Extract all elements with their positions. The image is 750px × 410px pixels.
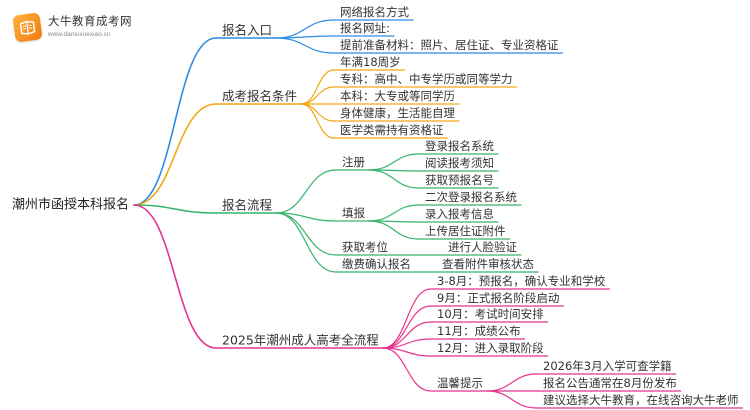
topic-label: 年满18周岁: [340, 55, 401, 69]
subtopic-3-1[interactable]: 9月：正式报名阶段启动: [437, 291, 559, 305]
topic-label: 2026年3月入学可查学籍: [543, 359, 672, 373]
subtopic-3-4[interactable]: 12月：进入录取阶段: [437, 341, 544, 355]
connector-line: [275, 212, 337, 222]
topic-label: 建议选择大牛教育，在线咨询大牛老师: [543, 393, 739, 407]
subtopic-2-0-0[interactable]: 登录报名系统: [425, 139, 494, 153]
connector-line: [133, 37, 217, 206]
connector-line: [133, 204, 217, 214]
connector-line: [382, 305, 432, 349]
subtopic-1-2[interactable]: 本科：大专或等同学历: [340, 89, 455, 103]
connector-line: [133, 103, 217, 206]
root-topic[interactable]: 潮州市函授本科报名: [12, 197, 129, 213]
subtopic-2-0-1[interactable]: 阅读报考须知: [425, 156, 494, 170]
topic-label: 获取预报名号: [425, 173, 494, 187]
topic-label: 温馨提示: [437, 376, 483, 390]
subtopic-3-3[interactable]: 11月：成绩公布: [437, 324, 521, 338]
connector-line: [368, 220, 420, 240]
subtopic-2-2-0[interactable]: 进行人脸验证: [448, 240, 517, 254]
subtopic-2-3-0[interactable]: 查看附件审核状态: [442, 257, 534, 271]
connector-line: [486, 373, 538, 392]
subtopic-2-1-0[interactable]: 二次登录报名系统: [425, 190, 517, 204]
subtopic-0-1[interactable]: 报名网址:: [340, 21, 390, 35]
connector-line: [300, 103, 335, 139]
connector-line: [368, 169, 420, 189]
subtopic-2-1-2[interactable]: 上传居住证附件: [425, 224, 506, 238]
topic-label: 专科：高中、中专学历或同等学力: [340, 72, 513, 86]
connector-line: [382, 347, 432, 392]
topic-label: 报名网址:: [340, 21, 390, 35]
topic-label: 报名公告通常在8月份发布: [543, 376, 677, 390]
subtopic-2-2[interactable]: 获取考位: [342, 240, 388, 254]
subtopic-3-5-2[interactable]: 建议选择大牛教育，在线咨询大牛老师: [543, 393, 739, 407]
subtopic-3-2[interactable]: 10月：考试时间安排: [437, 307, 544, 321]
topic-label: 获取考位: [342, 240, 388, 254]
topic-label: 录入报考信息: [425, 207, 494, 221]
logo-name: 大牛教育成考网: [48, 14, 132, 28]
connector-line: [382, 288, 432, 349]
topic-label: 本科：大专或等同学历: [340, 89, 455, 103]
subtopic-0-0[interactable]: 网络报名方式: [340, 5, 409, 19]
subtopic-2-3[interactable]: 缴费确认报名: [342, 257, 411, 271]
subtopic-3-5[interactable]: 温馨提示: [437, 376, 483, 390]
connector-line: [275, 212, 337, 273]
topic-label: 登录报名系统: [425, 139, 494, 153]
subtopic-3-5-1[interactable]: 报名公告通常在8月份发布: [543, 376, 677, 390]
topic-label: 报名流程: [222, 198, 273, 213]
connector-line: [275, 19, 335, 39]
topic-label: 提前准备材料：照片、居住证、专业资格证: [340, 38, 559, 52]
connector-line: [368, 204, 420, 222]
branch-topic-3[interactable]: 2025年潮州成人高考全流程: [222, 333, 379, 348]
topic-label: 缴费确认报名: [342, 257, 411, 271]
topic-label: 报名入口: [222, 23, 272, 38]
topic-label: 潮州市函授本科报名: [12, 197, 129, 213]
topic-label: 12月：进入录取阶段: [437, 341, 544, 355]
topic-label: 2025年潮州成人高考全流程: [222, 333, 379, 348]
connector-line: [486, 390, 538, 409]
topic-label: 9月：正式报名阶段启动: [437, 291, 559, 305]
subtopic-1-1[interactable]: 专科：高中、中专学历或同等学力: [340, 72, 513, 86]
logo: 大牛教育成考网 www.daniuxuexiao.cn: [12, 10, 132, 44]
logo-url: www.daniuxuexiao.cn: [48, 30, 111, 38]
topic-label: 网络报名方式: [340, 5, 409, 19]
connector-line: [133, 204, 217, 349]
topic-label: 查看附件审核状态: [442, 257, 534, 271]
subtopic-0-2[interactable]: 提前准备材料：照片、居住证、专业资格证: [340, 38, 559, 52]
topic-label: 二次登录报名系统: [425, 190, 517, 204]
topic-label: 上传居住证附件: [425, 224, 506, 238]
subtopic-2-1[interactable]: 填报: [342, 206, 365, 220]
connector-line: [368, 153, 420, 171]
branch-topic-2[interactable]: 报名流程: [222, 198, 273, 213]
topic-label: 医学类需持有资格证: [340, 123, 444, 137]
connector-line: [300, 103, 335, 122]
connector-line: [275, 212, 337, 256]
connector-line: [300, 86, 335, 105]
subtopic-1-3[interactable]: 身体健康，生活能自理: [340, 106, 455, 120]
connector-line: [275, 37, 335, 54]
topic-label: 阅读报考须知: [425, 156, 494, 170]
topic-label: 3-8月：预报名，确认专业和学校: [437, 274, 606, 288]
topic-label: 成考报名条件: [222, 89, 297, 104]
connector-line: [275, 169, 337, 214]
book-icon: [12, 11, 43, 43]
subtopic-3-0[interactable]: 3-8月：预报名，确认专业和学校: [437, 274, 606, 288]
topic-label: 进行人脸验证: [448, 240, 517, 254]
topic-label: 11月：成绩公布: [437, 324, 521, 338]
topic-label: 10月：考试时间安排: [437, 307, 544, 321]
branch-topic-0[interactable]: 报名入口: [222, 23, 272, 38]
connector-layer: [133, 19, 744, 409]
subtopic-2-1-1[interactable]: 录入报考信息: [425, 207, 494, 221]
topic-label: 填报: [342, 206, 365, 220]
topic-label: 注册: [342, 155, 365, 169]
branch-topic-1[interactable]: 成考报名条件: [222, 89, 297, 104]
subtopic-1-0[interactable]: 年满18周岁: [340, 55, 401, 69]
subtopic-1-4[interactable]: 医学类需持有资格证: [340, 123, 444, 137]
subtopic-2-0[interactable]: 注册: [342, 155, 365, 169]
subtopic-3-5-0[interactable]: 2026年3月入学可查学籍: [543, 359, 672, 373]
subtopic-2-0-2[interactable]: 获取预报名号: [425, 173, 494, 187]
topic-label: 身体健康，生活能自理: [340, 106, 455, 120]
